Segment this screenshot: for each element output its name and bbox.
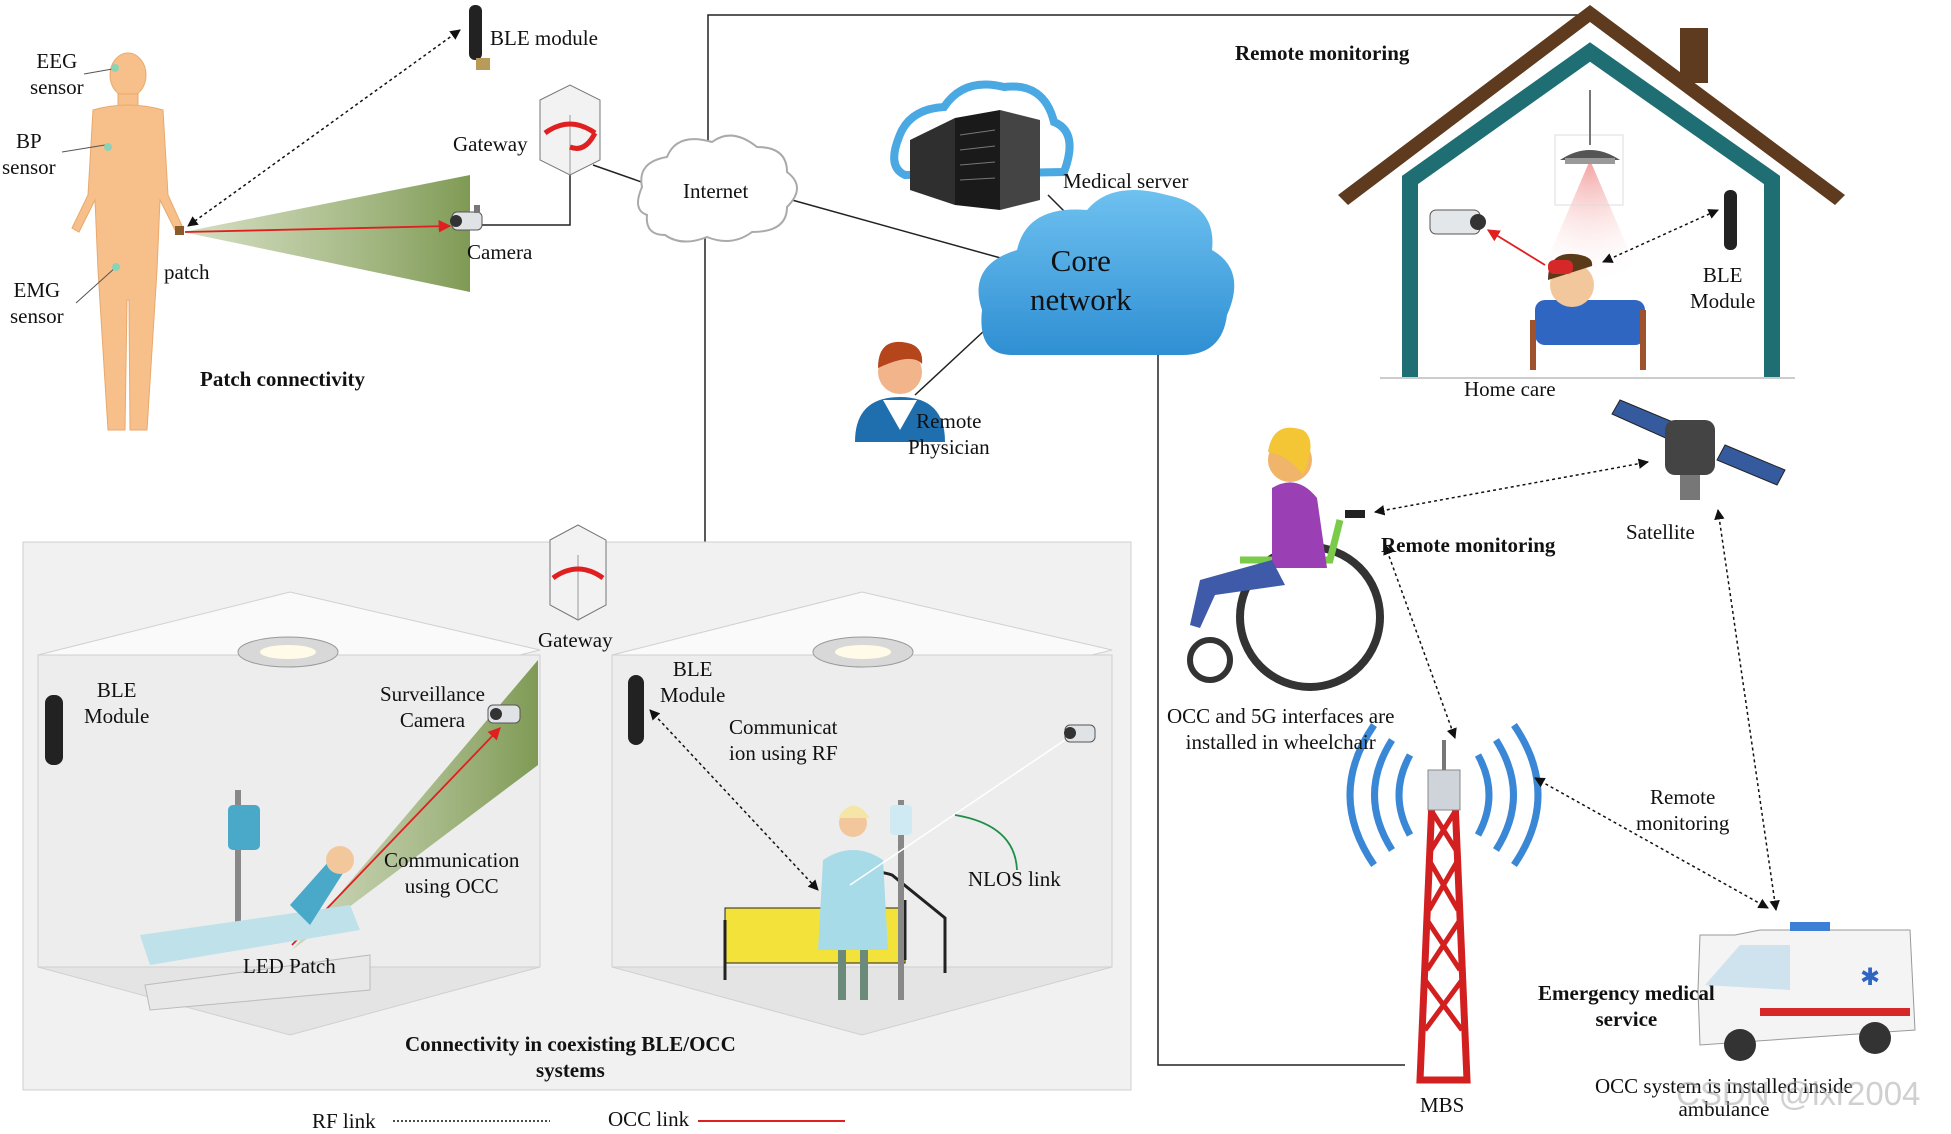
communication-rf-label: Communicat ion using RF (729, 715, 838, 766)
ble-antenna-right-icon (628, 675, 644, 745)
satellite-icon (1611, 399, 1786, 500)
child-in-bed-icon (1530, 253, 1646, 370)
rf-link-hospital (649, 709, 819, 891)
internet-label: Internet (683, 179, 749, 203)
occ-beam-hospital (292, 660, 538, 950)
watermark: CSDN @lxr2004 (1676, 1075, 1921, 1112)
ambulance-caption: OCC system is installed inside ambulance (1595, 1074, 1853, 1122)
ble-module-left-label: BLE Module (84, 678, 150, 729)
ambulance-icon: ✱ (1697, 922, 1916, 1061)
human-body-figure (71, 52, 184, 431)
rf-link-top (187, 29, 461, 227)
bp-sensor-dot (104, 143, 112, 151)
ble-antenna-left-icon (45, 695, 63, 765)
remote-physician-icon (855, 341, 945, 442)
home-camera-icon (1429, 209, 1486, 235)
hospital-gateway-label: Gateway (538, 628, 613, 652)
ble-module-label: BLE module (490, 26, 598, 50)
patient-bed-left-icon (140, 790, 371, 1011)
nlos-path (849, 739, 1066, 886)
nlos-link-label: NLOS link (968, 867, 1061, 891)
hospital-gateway-icon (549, 524, 607, 621)
occ-link-top (184, 219, 452, 233)
medical-server-label: Medical server (1063, 169, 1189, 193)
rf-links-mobile (1373, 458, 1780, 912)
remote-physician-label: Remote Physician (908, 409, 990, 460)
patch-connectivity-title: Patch connectivity (200, 367, 366, 391)
home-remote-monitoring-title: Remote monitoring (1235, 41, 1410, 65)
medical-server-icon (890, 80, 1074, 210)
occ-link-home (1486, 229, 1546, 266)
nurse-bed-right-icon (723, 800, 947, 1000)
svg-text:✱: ✱ (1860, 963, 1880, 991)
gateway-icon (539, 84, 601, 176)
patch-device (175, 226, 184, 235)
camera-label: Camera (467, 240, 533, 264)
gateway-label-top: Gateway (453, 132, 528, 156)
home-care-label: Home care (1464, 377, 1556, 401)
home-ble-antenna-icon (1724, 190, 1737, 250)
ble-module-right-label: BLE Module (660, 657, 726, 708)
surveillance-camera-icon (487, 704, 521, 724)
patch-label: patch (164, 260, 210, 284)
internet-cloud-icon (637, 134, 798, 243)
wheelchair-caption: OCC and 5G interfaces are installed in w… (1167, 704, 1395, 755)
ble-antenna-icon (469, 5, 490, 70)
occ-beam-top (183, 175, 470, 292)
wheelchair-user-icon (1187, 427, 1384, 691)
camera-icon (450, 205, 483, 231)
hospital-title: Connectivity in coexisting BLE/OCC syste… (405, 1032, 736, 1083)
ambulance-remote-monitoring-label: Remote monitoring (1636, 785, 1730, 836)
core-network-label: Core network (1030, 243, 1132, 317)
wheelchair-remote-monitoring-label: Remote monitoring (1381, 533, 1556, 557)
bp-sensor-label: BP sensor (2, 129, 56, 180)
mbs-tower-icon (1346, 723, 1542, 1084)
emg-sensor-label: EMG sensor (10, 278, 64, 329)
nlos-indicator (954, 814, 1018, 871)
occ-link-legend-label: OCC link (608, 1107, 690, 1131)
network-wiring (470, 14, 1590, 1066)
surveillance-camera-label: Surveillance Camera (380, 682, 485, 733)
eeg-sensor-dot (111, 64, 119, 72)
led-patch-label: LED Patch (243, 954, 336, 978)
emg-sensor-dot (112, 263, 120, 271)
wall-camera-right-icon (1064, 724, 1096, 743)
mbs-label: MBS (1420, 1093, 1465, 1117)
communication-occ-label: Communication using OCC (384, 848, 520, 899)
core-network-cloud-icon (978, 190, 1235, 355)
home-ble-module-label: BLE Module (1690, 263, 1756, 314)
ceiling-light-left (237, 636, 339, 668)
emergency-service-label: Emergency medical service (1538, 981, 1715, 1032)
satellite-label: Satellite (1626, 520, 1695, 544)
eeg-sensor-label: EEG sensor (30, 49, 84, 100)
rf-link-legend-label: RF link (312, 1109, 376, 1133)
ceiling-light-right (812, 636, 914, 668)
